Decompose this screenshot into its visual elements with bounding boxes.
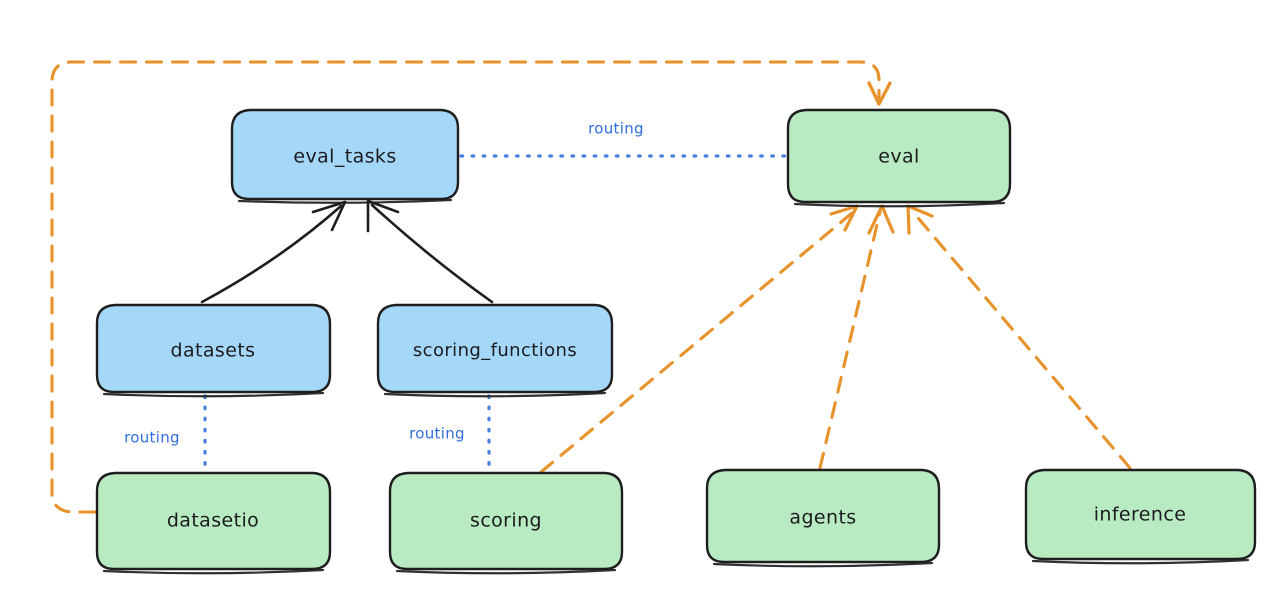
node-label-eval-tasks: eval_tasks (293, 146, 396, 168)
edge-inference-eval[interactable] (906, 204, 1132, 470)
node-eval-tasks[interactable]: eval_tasks (230, 108, 460, 204)
node-datasets[interactable]: datasets (95, 303, 332, 398)
node-datasetio[interactable]: datasetio (95, 471, 332, 575)
composition-edges (200, 199, 494, 304)
node-eval[interactable]: eval (786, 108, 1012, 208)
dependency-edges (50, 60, 1132, 514)
node-scoring-functions[interactable]: scoring_functions (376, 303, 614, 398)
edge-datasets-eval-tasks[interactable] (200, 200, 347, 304)
nodes: eval_tasks eval datasets scoring_functio… (95, 108, 1257, 575)
routing-edges (203, 154, 788, 473)
edge-label-routing-scoring-functions: routing (409, 425, 465, 443)
edge-labels: routing routing routing (124, 120, 644, 447)
node-scoring[interactable]: scoring (388, 471, 624, 575)
edge-label-routing-eval-tasks: routing (588, 120, 644, 138)
node-agents[interactable]: agents (705, 468, 941, 568)
node-label-datasets: datasets (171, 340, 256, 362)
node-inference[interactable]: inference (1024, 468, 1257, 565)
edge-scoring-functions-eval-tasks[interactable] (366, 199, 494, 304)
node-label-eval: eval (878, 146, 919, 168)
node-label-agents: agents (789, 507, 856, 529)
edge-agents-eval[interactable] (818, 204, 895, 470)
node-label-inference: inference (1094, 504, 1187, 526)
node-label-scoring: scoring (470, 510, 542, 532)
node-label-datasetio: datasetio (167, 510, 259, 532)
node-label-scoring-functions: scoring_functions (413, 340, 577, 361)
edge-datasetio-eval[interactable] (50, 60, 892, 514)
edge-label-routing-datasets: routing (124, 429, 180, 447)
